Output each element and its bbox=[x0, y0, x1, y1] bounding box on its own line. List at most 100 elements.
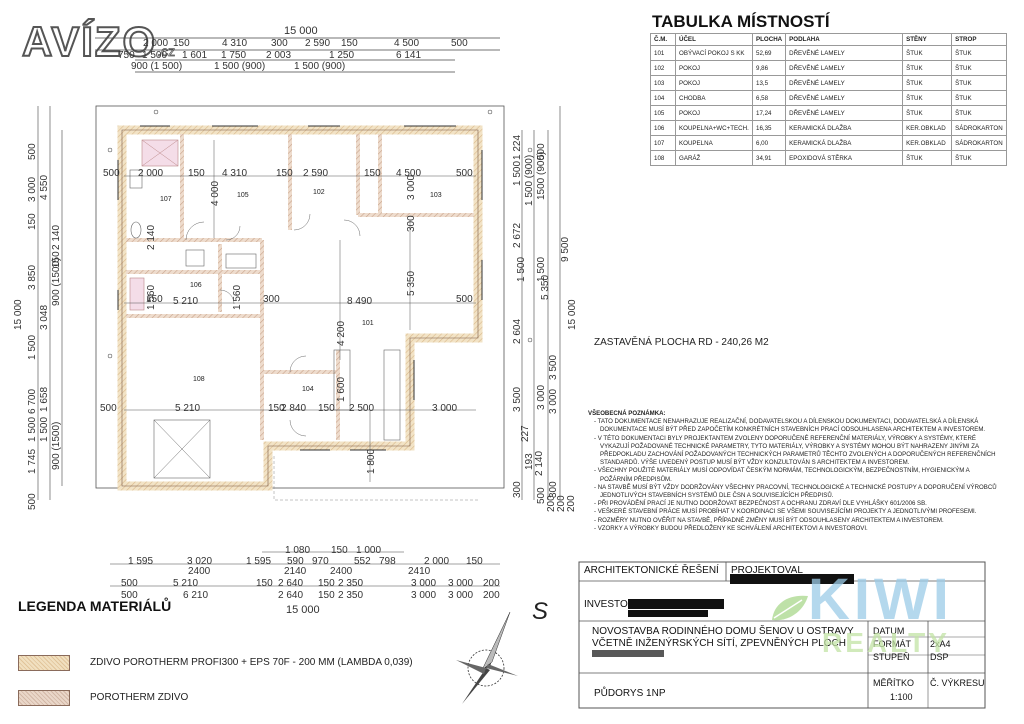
table-cell: POKOJ bbox=[675, 105, 753, 121]
bottom-dim: 150 bbox=[256, 578, 273, 589]
table-cell: CHODBA bbox=[675, 90, 753, 106]
plan-dim: 150 bbox=[276, 168, 293, 179]
kiwi-line1: KIWI bbox=[808, 567, 953, 632]
top-dim: 2 590 bbox=[305, 38, 331, 49]
plan-dim: 5 210 bbox=[175, 403, 201, 414]
table-cell: DŘEVĚNÉ LAMELY bbox=[785, 75, 904, 91]
table-cell: ŠTUK bbox=[902, 75, 953, 91]
plan-dim: 500 bbox=[100, 403, 117, 414]
tb-stupen: STUPEŇ bbox=[873, 652, 910, 662]
room-label-108: 108 bbox=[193, 376, 205, 383]
right-dim-sub: 3 500 bbox=[548, 354, 559, 380]
top-total-dim: 15 000 bbox=[284, 25, 318, 37]
bottom-dim: 2140 bbox=[284, 566, 307, 577]
kiwi-leaf-icon bbox=[772, 595, 808, 621]
bottom-dim: 150 bbox=[331, 545, 348, 556]
table-cell: 6,00 bbox=[751, 135, 787, 151]
table-cell: DŘEVĚNÉ LAMELY bbox=[785, 45, 904, 61]
table-cell: POKOJ bbox=[675, 60, 753, 76]
table-cell: 102 bbox=[650, 60, 676, 76]
right-dim-sub: 3 000 bbox=[548, 388, 559, 414]
plan-dim: 5 350 bbox=[406, 270, 417, 296]
table-cell: 6,58 bbox=[751, 90, 787, 106]
right-dim: 200 bbox=[566, 495, 577, 512]
plan-dim: 3 000 bbox=[432, 403, 458, 414]
plan-dim: 4 500 bbox=[396, 168, 422, 179]
table-cell: 52,69 bbox=[751, 45, 787, 61]
bottom-dim: 590 bbox=[287, 556, 304, 567]
compass-rose-icon bbox=[456, 611, 518, 704]
table-cell: KER.OBKLAD bbox=[902, 120, 953, 136]
title-block-grid bbox=[578, 561, 986, 709]
table-cell: 106 bbox=[650, 120, 676, 136]
notes-title: VŠEOBECNÁ POZNÁMKA: bbox=[588, 410, 666, 417]
left-dim-sub: 900 (1500) bbox=[51, 257, 62, 306]
bottom-dim: 1 595 bbox=[128, 556, 154, 567]
legend-item1: ZDIVO POROTHERM PROFI300 + EPS 70F - 200… bbox=[90, 657, 413, 668]
table-cell: DŘEVĚNÉ LAMELY bbox=[785, 90, 904, 106]
note-item: - V TÉTO DOKUMENTACI BYLY PROJEKTANTEM Z… bbox=[594, 434, 996, 467]
plan-dim: 2 590 bbox=[303, 168, 329, 179]
right-dim: 2 140 bbox=[534, 450, 545, 476]
note-item: - PŘI PROVÁDĚNÍ PRACÍ JE NUTNO DODRŽOVAT… bbox=[594, 500, 927, 508]
top-dim: 4 310 bbox=[222, 38, 248, 49]
bottom-dim: 2 350 bbox=[338, 590, 364, 601]
col-header: PLOCHA bbox=[751, 33, 787, 46]
kiwi-realty-logo: KIWI REALTY bbox=[758, 567, 953, 658]
notes-list: - TATO DOKUMENTACE NENAHRAZUJE REALIZAČN… bbox=[588, 418, 998, 533]
bottom-dim: 1 595 bbox=[246, 556, 272, 567]
tb-project-line2: VČETNĚ INŽENÝRSKÝCH SÍTÍ, ZPEVNĚNÝCH PLO… bbox=[592, 638, 846, 649]
plan-dim: 150 bbox=[268, 403, 285, 414]
table-cell: ŠTUK bbox=[951, 60, 1007, 76]
top-dim: 6 141 bbox=[396, 50, 422, 61]
bottom-dim: 3 000 bbox=[411, 578, 437, 589]
table-cell: KOUPELNA bbox=[675, 135, 753, 151]
right-dim: 9 500 bbox=[560, 236, 571, 262]
redacted-block bbox=[628, 599, 724, 609]
table-cell: EPOXIDOVÁ STĚRKA bbox=[785, 150, 904, 166]
table-cell: 9,86 bbox=[751, 60, 787, 76]
plan-dim: 150 bbox=[146, 294, 163, 305]
right-dim: 1 500 bbox=[512, 160, 523, 186]
plan-dim: 1 800 bbox=[366, 448, 377, 474]
general-notes: VŠEOBECNÁ POZNÁMKA: - TATO DOKUMENTACE N… bbox=[588, 410, 998, 533]
col-header: STĚNY bbox=[902, 33, 953, 46]
legend-title: LEGENDA MATERIÁLŮ bbox=[18, 598, 172, 614]
col-header: PODLAHA bbox=[785, 33, 904, 46]
bottom-dim: 2 350 bbox=[338, 578, 364, 589]
right-dim: 193 bbox=[524, 453, 535, 470]
tb-projektoval: PROJEKTOVAL bbox=[731, 565, 803, 576]
room-label-101: 101 bbox=[362, 320, 374, 327]
tb-meritko-val: 1:100 bbox=[890, 692, 913, 702]
table-cell: KERAMICKÁ DLAŽBA bbox=[785, 120, 904, 136]
bottom-dim: 2410 bbox=[408, 566, 431, 577]
top-dim: 4 500 bbox=[394, 38, 420, 49]
bottom-dim: 500 bbox=[121, 578, 138, 589]
tb-investor: INVESTOR bbox=[584, 599, 635, 610]
right-dim: 1 500 bbox=[516, 256, 527, 282]
top-dim: 1 750 bbox=[221, 50, 247, 61]
tb-architektonicke: ARCHITEKTONICKÉ ŘEŠENÍ bbox=[584, 565, 719, 576]
bottom-dim: 3 000 bbox=[448, 590, 474, 601]
plan-dim: 1 560 bbox=[146, 284, 157, 310]
table-cell: KERAMICKÁ DLAŽBA bbox=[785, 135, 904, 151]
left-dim-sub: 6 700 bbox=[27, 388, 38, 414]
tb-project-line1: NOVOSTAVBA RODINNÉHO DOMU ŠENOV U OSTRAV… bbox=[592, 626, 854, 637]
col-header: Č.M. bbox=[650, 33, 676, 46]
table-cell: ŠTUK bbox=[951, 75, 1007, 91]
table-cell: 104 bbox=[650, 90, 676, 106]
top-dim: 1 250 bbox=[329, 50, 355, 61]
legend-swatch-porotherm bbox=[18, 690, 70, 706]
table-title: TABULKA MÍSTNOSTÍ bbox=[652, 12, 830, 31]
top-dim: 150 bbox=[341, 38, 358, 49]
tb-meritko: MĚŘÍTKO bbox=[873, 678, 915, 688]
table-cell: 108 bbox=[650, 150, 676, 166]
bottom-dim: 970 bbox=[312, 556, 329, 567]
